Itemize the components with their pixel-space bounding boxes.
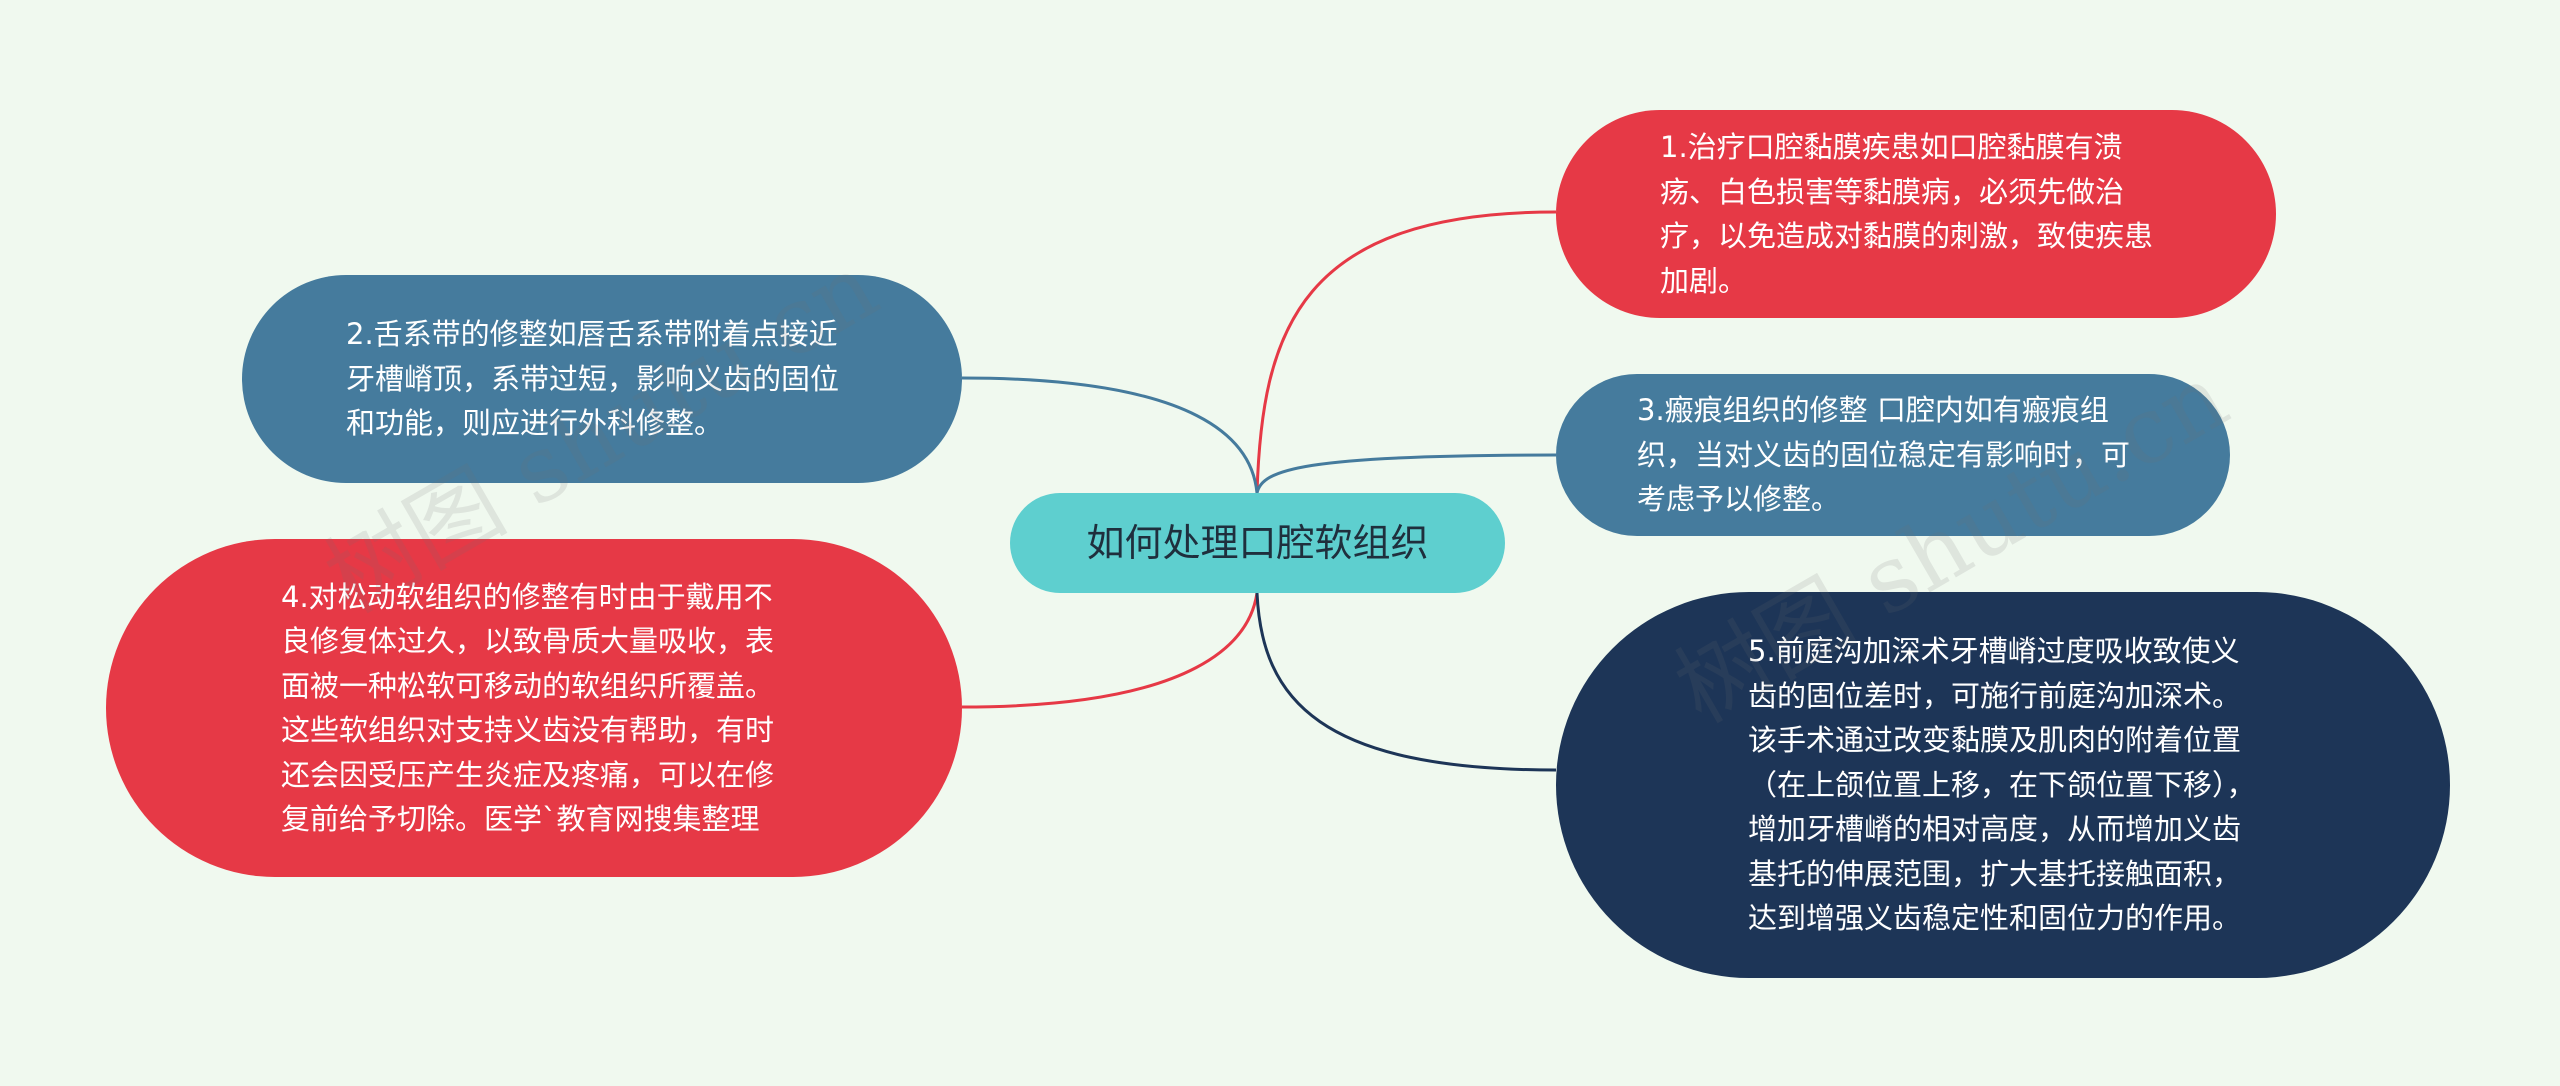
branch-text-1: 1.治疗口腔黏膜疾患如口腔黏膜有溃疡、白色损害等黏膜病，必须先做治疗，以免造成对… xyxy=(1660,130,2154,298)
branch-node-3[interactable]: 3.瘢痕组织的修整 口腔内如有瘢痕组织，当对义齿的固位稳定有影响时，可考虑予以修… xyxy=(1556,374,2230,536)
branch-text-3: 3.瘢痕组织的修整 口腔内如有瘢痕组织，当对义齿的固位稳定有影响时，可考虑予以修… xyxy=(1637,393,2131,517)
central-topic-label: 如何处理口腔软组织 xyxy=(1086,520,1429,565)
branch-node-4[interactable]: 4.对松动软组织的修整有时由于戴用不良修复体过久，以致骨质大量吸收，表面被一种松… xyxy=(106,539,962,877)
connector-n3 xyxy=(1255,453,1557,494)
branch-text-2: 2.舌系带的修整如唇舌系带附着点接近牙槽嵴顶，系带过短，影响义齿的固位和功能，则… xyxy=(346,317,840,441)
branch-node-5[interactable]: 5.前庭沟加深术牙槽嵴过度吸收致使义齿的固位差时，可施行前庭沟加深术。该手术通过… xyxy=(1556,592,2450,978)
branch-text-4: 4.对松动软组织的修整有时由于戴用不良修复体过久，以致骨质大量吸收，表面被一种松… xyxy=(281,579,775,837)
connector-n1 xyxy=(1255,210,1557,494)
central-topic[interactable]: 如何处理口腔软组织 xyxy=(1010,493,1505,593)
branch-node-1[interactable]: 1.治疗口腔黏膜疾患如口腔黏膜有溃疡、白色损害等黏膜病，必须先做治疗，以免造成对… xyxy=(1556,110,2276,318)
branch-node-2[interactable]: 2.舌系带的修整如唇舌系带附着点接近牙槽嵴顶，系带过短，影响义齿的固位和功能，则… xyxy=(242,275,962,483)
branch-text-5: 5.前庭沟加深术牙槽嵴过度吸收致使义齿的固位差时，可施行前庭沟加深术。该手术通过… xyxy=(1748,634,2256,936)
connector-n2 xyxy=(961,376,1259,494)
connector-n4 xyxy=(961,592,1259,709)
connector-n5 xyxy=(1255,592,1557,772)
